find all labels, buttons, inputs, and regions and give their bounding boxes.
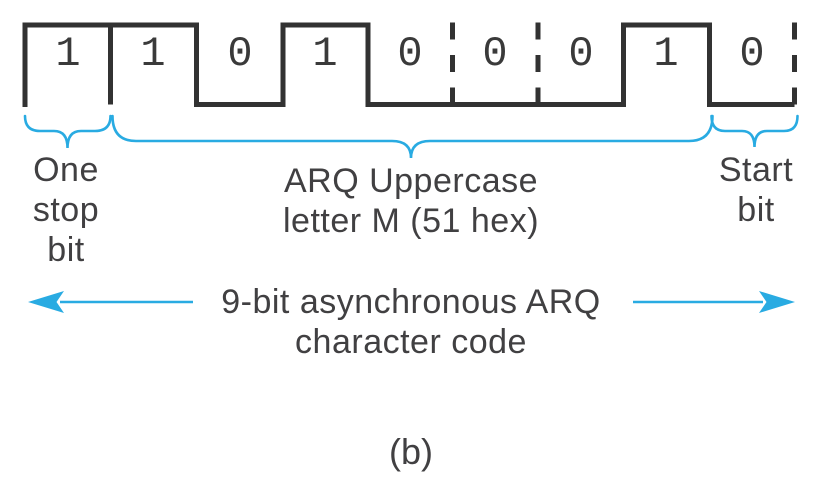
- arrow-left: [28, 291, 193, 313]
- bit-value: 1: [55, 30, 81, 78]
- label-line: bit: [737, 191, 775, 229]
- arrowhead-left-icon: [28, 291, 64, 313]
- label-start-bit: Start bit: [690, 150, 822, 230]
- brace-start-bit: [710, 114, 799, 148]
- label-line: 9-bit asynchronous ARQ: [221, 283, 601, 321]
- arrow-right: [633, 291, 795, 313]
- figure-caption: (b): [389, 431, 433, 472]
- bit-value: 1: [312, 30, 338, 78]
- label-one-stop-bit: One stop bit: [0, 150, 132, 270]
- label-arq-character: ARQ Uppercase letter M (51 hex): [211, 161, 611, 241]
- label-line: Start: [718, 151, 794, 189]
- label-line: stop: [32, 191, 100, 229]
- brace-character: [111, 114, 714, 159]
- arrowhead-right-icon: [759, 291, 795, 313]
- bit-value: 1: [653, 30, 679, 78]
- label-line: letter M (51 hex): [282, 202, 540, 240]
- brace-stop-bit: [23, 114, 112, 149]
- bit-value: 0: [397, 30, 423, 78]
- label-line: character code: [295, 323, 527, 361]
- bit-value: 0: [227, 30, 253, 78]
- label-line: ARQ Uppercase: [283, 162, 539, 200]
- label-line: One: [33, 151, 99, 189]
- waveform-line: [22, 22, 795, 107]
- label-9bit-code-span: 9-bit asynchronous ARQ character code: [161, 282, 661, 362]
- bit-value: 0: [482, 30, 508, 78]
- label-line: bit: [47, 231, 85, 269]
- bit-value: 0: [739, 30, 765, 78]
- bit-value: 1: [140, 30, 166, 78]
- bit-value: 0: [568, 30, 594, 78]
